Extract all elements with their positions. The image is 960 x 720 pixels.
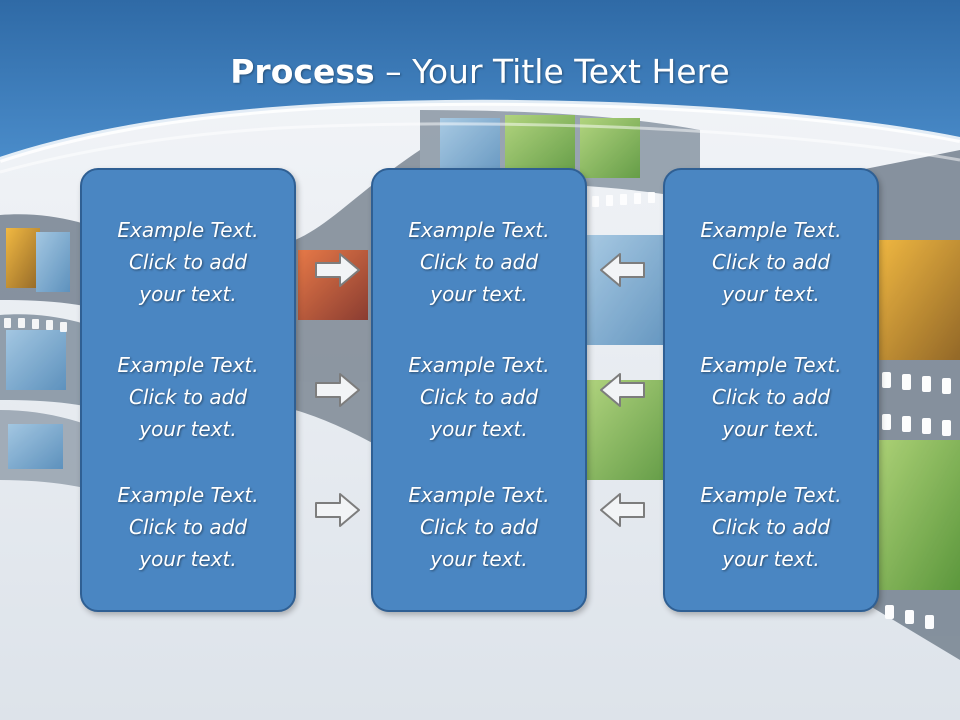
text-line: Click to add xyxy=(128,515,248,539)
text-line: Click to add xyxy=(711,385,831,409)
text-block[interactable]: Example Text. Click to add your text. xyxy=(82,214,294,310)
text-line: Example Text. xyxy=(117,218,259,242)
text-line: Example Text. xyxy=(408,218,550,242)
text-line: Example Text. xyxy=(700,218,842,242)
arrow-right-icon xyxy=(315,493,360,527)
text-block[interactable]: Example Text. Click to add your text. xyxy=(373,349,585,445)
film-strip-right xyxy=(860,150,960,660)
text-line: Click to add xyxy=(419,385,539,409)
text-line: your text. xyxy=(722,417,820,441)
text-block[interactable]: Example Text. Click to add your text. xyxy=(665,349,877,445)
text-line: your text. xyxy=(430,547,528,571)
title-dash: – xyxy=(374,52,413,91)
text-block[interactable]: Example Text. Click to add your text. xyxy=(373,214,585,310)
slide-title[interactable]: Process – Your Title Text Here xyxy=(0,52,960,91)
text-line: Click to add xyxy=(711,250,831,274)
text-line: your text. xyxy=(430,417,528,441)
title-bold: Process xyxy=(230,52,375,91)
text-line: Example Text. xyxy=(117,483,259,507)
text-block[interactable]: Example Text. Click to add your text. xyxy=(373,479,585,575)
arrow-right-icon xyxy=(315,373,360,407)
text-line: your text. xyxy=(139,547,237,571)
text-line: Click to add xyxy=(128,250,248,274)
text-line: Example Text. xyxy=(700,353,842,377)
process-panel-1: Example Text. Click to add your text. Ex… xyxy=(80,168,296,612)
arrow-left-icon xyxy=(600,373,645,407)
text-line: Click to add xyxy=(711,515,831,539)
text-line: your text. xyxy=(722,547,820,571)
text-line: your text. xyxy=(139,282,237,306)
text-line: Example Text. xyxy=(408,353,550,377)
text-line: your text. xyxy=(430,282,528,306)
text-line: Example Text. xyxy=(408,483,550,507)
title-rest: Your Title Text Here xyxy=(412,52,730,91)
text-line: Click to add xyxy=(419,515,539,539)
text-block[interactable]: Example Text. Click to add your text. xyxy=(665,214,877,310)
text-line: Click to add xyxy=(128,385,248,409)
text-block[interactable]: Example Text. Click to add your text. xyxy=(82,479,294,575)
text-line: Click to add xyxy=(419,250,539,274)
text-line: your text. xyxy=(722,282,820,306)
arrow-right-icon xyxy=(315,253,360,287)
process-panel-3: Example Text. Click to add your text. Ex… xyxy=(663,168,879,612)
text-line: Example Text. xyxy=(117,353,259,377)
process-panel-2: Example Text. Click to add your text. Ex… xyxy=(371,168,587,612)
text-line: your text. xyxy=(139,417,237,441)
text-block[interactable]: Example Text. Click to add your text. xyxy=(665,479,877,575)
arrow-left-icon xyxy=(600,253,645,287)
text-block[interactable]: Example Text. Click to add your text. xyxy=(82,349,294,445)
text-line: Example Text. xyxy=(700,483,842,507)
arrow-left-icon xyxy=(600,493,645,527)
